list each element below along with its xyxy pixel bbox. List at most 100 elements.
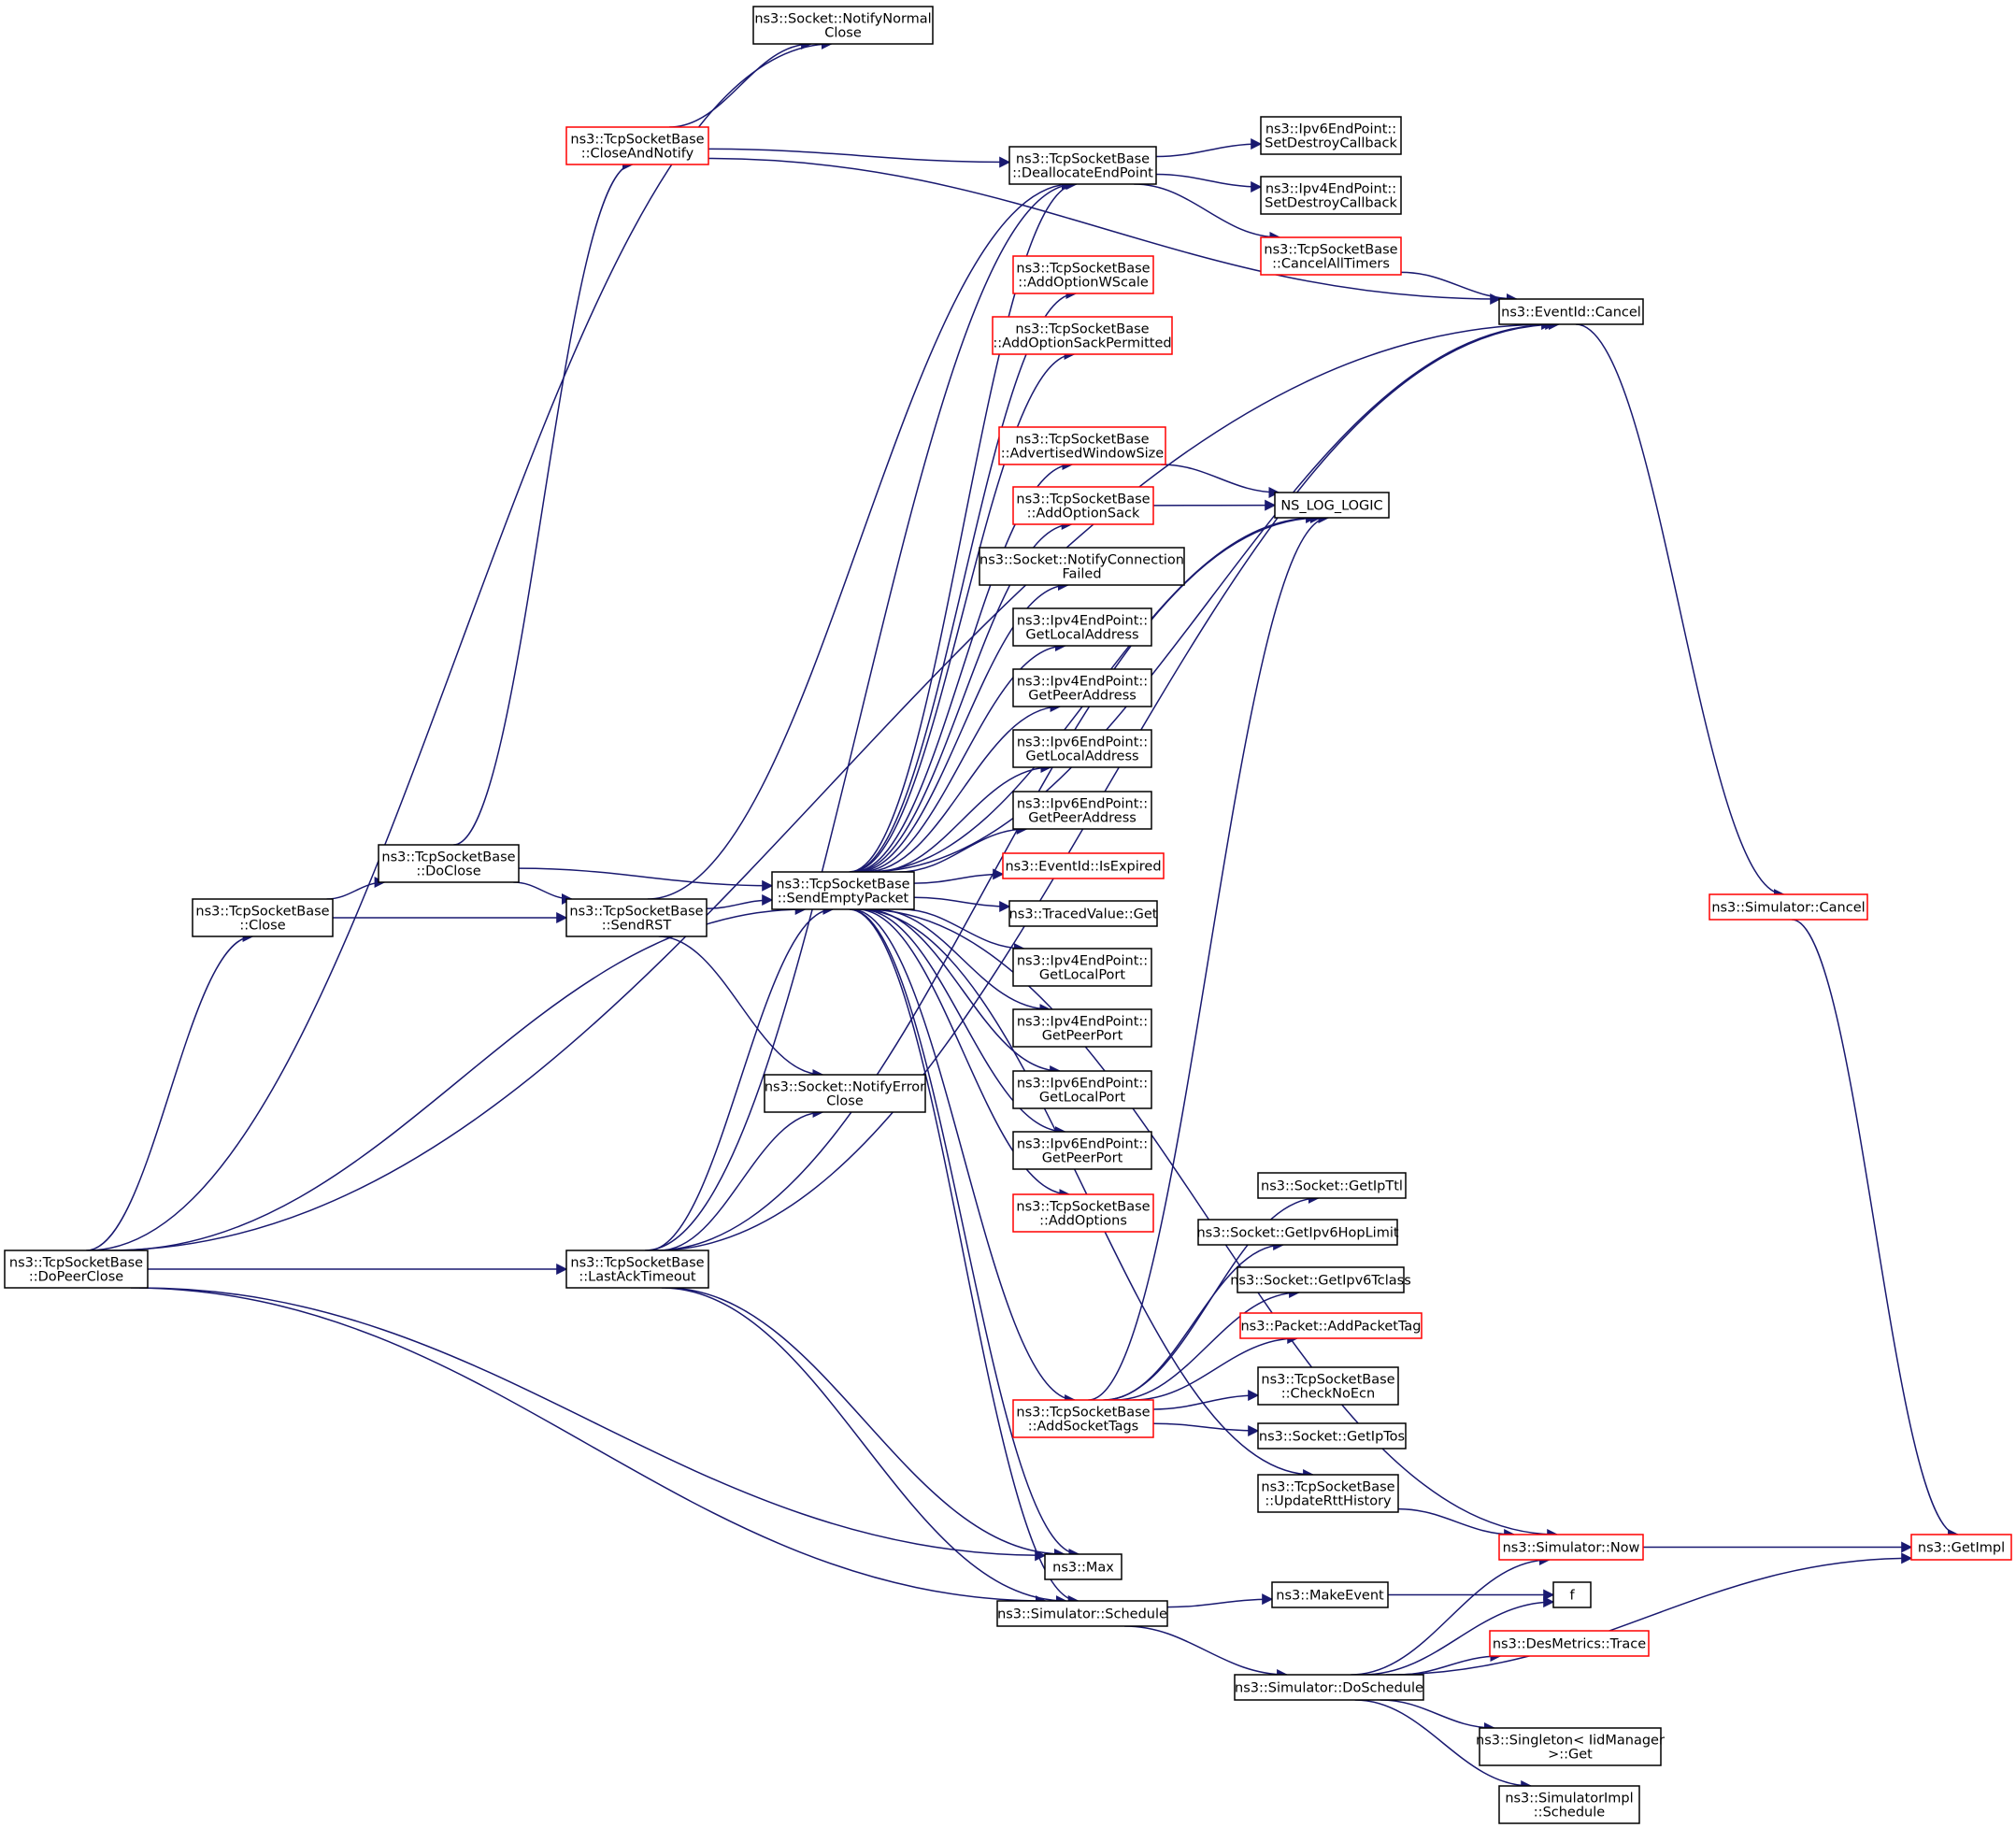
node-add-option-wscale[interactable]: ns3::TcpSocketBase::AddOptionWScale <box>1012 255 1154 294</box>
node-ipv4-get-local-port[interactable]: ns3::Ipv4EndPoint::GetLocalPort <box>1012 948 1152 987</box>
node-box <box>1012 1131 1152 1170</box>
node-traced-value-get[interactable]: ns3::TracedValue::Get <box>1008 900 1158 927</box>
nodes-layer: ns3::TcpSocketBase::DoPeerClosens3::TcpS… <box>4 6 2012 1824</box>
node-box <box>752 6 934 45</box>
node-get-ipv6-tclass[interactable]: ns3::Socket::GetIpv6Tclass <box>1230 1266 1411 1293</box>
node-label-line: ns3::Singleton< IidManager <box>1476 1734 1665 1749</box>
node-label-line: GetPeerAddress <box>1028 689 1137 704</box>
node-ipv6-get-local-address[interactable]: ns3::Ipv6EndPoint::GetLocalAddress <box>1012 729 1152 768</box>
node-label-line: ::AdvertisedWindowSize <box>1001 447 1165 462</box>
node-do-close[interactable]: ns3::TcpSocketBase::DoClose <box>378 844 520 883</box>
node-deallocate-end-point[interactable]: ns3::TcpSocketBase::DeallocateEndPoint <box>1008 146 1157 185</box>
node-box <box>1012 255 1154 294</box>
node-add-option-sack-permitted[interactable]: ns3::TcpSocketBase::AddOptionSackPermitt… <box>992 316 1173 355</box>
node-box <box>1002 852 1165 879</box>
node-label-line: Close <box>824 26 862 41</box>
node-label-line: ns3::Socket::NotifyConnection <box>979 553 1184 568</box>
node-label-line: ns3::TcpSocketBase <box>1016 1200 1150 1215</box>
node-label-line: ns3::TcpSocketBase <box>1016 1406 1150 1421</box>
node-get-ip-ttl[interactable]: ns3::Socket::GetIpTtl <box>1257 1172 1407 1199</box>
node-simulator-schedule[interactable]: ns3::Simulator::Schedule <box>996 1600 1168 1627</box>
node-label-line: ::CancelAllTimers <box>1272 257 1390 272</box>
node-add-options[interactable]: ns3::TcpSocketBase::AddOptions <box>1012 1193 1154 1233</box>
edge-send_empty_packet-to-event_id_is_expired <box>913 868 1005 884</box>
edge-do_peer_close-to-notify_normal_close <box>87 38 833 1251</box>
node-box <box>1260 176 1402 215</box>
node-label-line: ::AddOptionSack <box>1027 507 1140 521</box>
edge-send_empty_packet-to-simulator_schedule <box>849 908 1079 1607</box>
edge-close_and_notify-to-event_id_cancel <box>708 157 1502 305</box>
node-simulator-do-schedule[interactable]: ns3::Simulator::DoSchedule <box>1234 1674 1424 1701</box>
node-get-impl[interactable]: ns3::GetImpl <box>1910 1534 2012 1561</box>
edge-advertised_window_size-to-ns_log_logic <box>1161 464 1280 498</box>
node-label-line: ns3::Ipv6EndPoint:: <box>1265 122 1396 137</box>
node-label-line: ns3::EventId::IsExpired <box>1005 860 1161 875</box>
node-label-line: ns3::Socket::GetIpv6HopLimit <box>1196 1226 1398 1241</box>
node-ns-log-logic[interactable]: NS_LOG_LOGIC <box>1274 492 1390 519</box>
node-label-line: ns3::Socket::NotifyNormal <box>754 12 931 27</box>
node-box <box>1012 486 1154 525</box>
node-event-id-cancel[interactable]: ns3::EventId::Cancel <box>1498 298 1644 325</box>
node-last-ack-timeout[interactable]: ns3::TcpSocketBase::LastAckTimeout <box>565 1250 709 1289</box>
node-label-line: ::AddOptionSackPermitted <box>993 336 1171 351</box>
edge-last_ack_timeout-to-deallocate_end_point <box>645 179 1077 1251</box>
node-singleton-get[interactable]: ns3::Singleton< IidManager >::Get <box>1476 1727 1665 1766</box>
node-cancel-all-timers[interactable]: ns3::TcpSocketBase::CancelAllTimers <box>1260 236 1402 276</box>
edge-last_ack_timeout-to-max <box>665 1287 1065 1560</box>
node-ipv6-set-destroy-cb[interactable]: ns3::Ipv6EndPoint::SetDestroyCallback <box>1260 116 1402 155</box>
node-label-line: ::CheckNoEcn <box>1281 1387 1375 1402</box>
node-ipv6-get-peer-address[interactable]: ns3::Ipv6EndPoint::GetPeerAddress <box>1012 791 1152 830</box>
node-max[interactable]: ns3::Max <box>1044 1553 1122 1580</box>
node-label-line: ns3::TcpSocketBase <box>1261 1373 1394 1388</box>
node-label-line: GetLocalPort <box>1039 968 1125 983</box>
node-add-socket-tags[interactable]: ns3::TcpSocketBase::AddSocketTags <box>1012 1399 1154 1438</box>
node-add-option-sack[interactable]: ns3::TcpSocketBase::AddOptionSack <box>1012 486 1154 525</box>
node-ipv4-get-peer-address[interactable]: ns3::Ipv4EndPoint::GetPeerAddress <box>1012 668 1152 707</box>
edge-do_peer_close-to-simulator_schedule <box>130 1287 1047 1607</box>
node-label-line: ns3::Simulator::Now <box>1503 1541 1640 1556</box>
node-box <box>1012 1193 1154 1233</box>
edge-send_empty_packet-to-add_options <box>856 908 1071 1200</box>
node-send-rst[interactable]: ns3::TcpSocketBase::SendRST <box>565 898 708 937</box>
edge-close-to-do_close <box>326 877 386 900</box>
node-box <box>565 898 708 937</box>
node-close-and-notify[interactable]: ns3::TcpSocketBase::CloseAndNotify <box>565 126 709 165</box>
node-f[interactable]: f <box>1552 1581 1592 1608</box>
node-label-line: ns3::TcpSocketBase <box>195 905 329 920</box>
node-ipv6-get-local-port[interactable]: ns3::Ipv6EndPoint::GetLocalPort <box>1012 1070 1152 1109</box>
node-simulator-now[interactable]: ns3::Simulator::Now <box>1498 1534 1644 1561</box>
node-label-line: ns3::MakeEvent <box>1276 1589 1384 1604</box>
node-get-ipv6-hop-limit[interactable]: ns3::Socket::GetIpv6HopLimit <box>1196 1219 1399 1246</box>
node-check-no-ecn[interactable]: ns3::TcpSocketBase::CheckNoEcn <box>1257 1366 1399 1406</box>
node-label-line: ::CloseAndNotify <box>581 147 694 162</box>
node-close[interactable]: ns3::TcpSocketBase::Close <box>192 898 334 937</box>
node-advertised-window-size[interactable]: ns3::TcpSocketBase::AdvertisedWindowSize <box>998 426 1166 465</box>
node-do-peer-close[interactable]: ns3::TcpSocketBase::DoPeerClose <box>4 1250 149 1289</box>
node-make-event[interactable]: ns3::MakeEvent <box>1271 1581 1389 1608</box>
edge-simulator_do_schedule-to-singleton_get <box>1380 1699 1495 1734</box>
node-event-id-is-expired[interactable]: ns3::EventId::IsExpired <box>1002 852 1165 879</box>
node-des-metrics-trace[interactable]: ns3::DesMetrics::Trace <box>1489 1630 1650 1657</box>
edge-send_empty_packet-to-notify_connection_failed <box>856 579 1069 873</box>
node-ipv4-get-peer-port[interactable]: ns3::Ipv4EndPoint::GetPeerPort <box>1012 1008 1152 1048</box>
node-simulator-cancel[interactable]: ns3::Simulator::Cancel <box>1709 893 1868 921</box>
node-get-ip-tos[interactable]: ns3::Socket::GetIpTos <box>1257 1422 1407 1450</box>
node-add-packet-tag[interactable]: ns3::Packet::AddPacketTag <box>1239 1312 1423 1339</box>
node-ipv4-get-local-address[interactable]: ns3::Ipv4EndPoint::GetLocalAddress <box>1012 607 1152 647</box>
node-update-rtt-history[interactable]: ns3::TcpSocketBase::UpdateRttHistory <box>1257 1474 1399 1513</box>
edge-simulator_do_schedule-to-simulator_impl_schedule <box>1354 1699 1533 1792</box>
node-label-line: ns3::Ipv6EndPoint:: <box>1017 797 1148 812</box>
node-ipv6-get-peer-port[interactable]: ns3::Ipv6EndPoint::GetPeerPort <box>1012 1131 1152 1170</box>
node-label-line: ::UpdateRttHistory <box>1265 1494 1392 1509</box>
node-ipv4-set-destroy-cb[interactable]: ns3::Ipv4EndPoint::SetDestroyCallback <box>1260 176 1402 215</box>
edge-send_rst-to-notify_error_close <box>658 935 824 1080</box>
node-simulator-impl-schedule[interactable]: ns3::SimulatorImpl::Schedule <box>1498 1785 1640 1824</box>
edge-add_socket_tags-to-ns_log_logic <box>1088 512 1330 1401</box>
node-send-empty-packet[interactable]: ns3::TcpSocketBase::SendEmptyPacket <box>771 871 915 910</box>
node-box <box>1271 1581 1389 1608</box>
node-label-line: Failed <box>1062 567 1101 582</box>
